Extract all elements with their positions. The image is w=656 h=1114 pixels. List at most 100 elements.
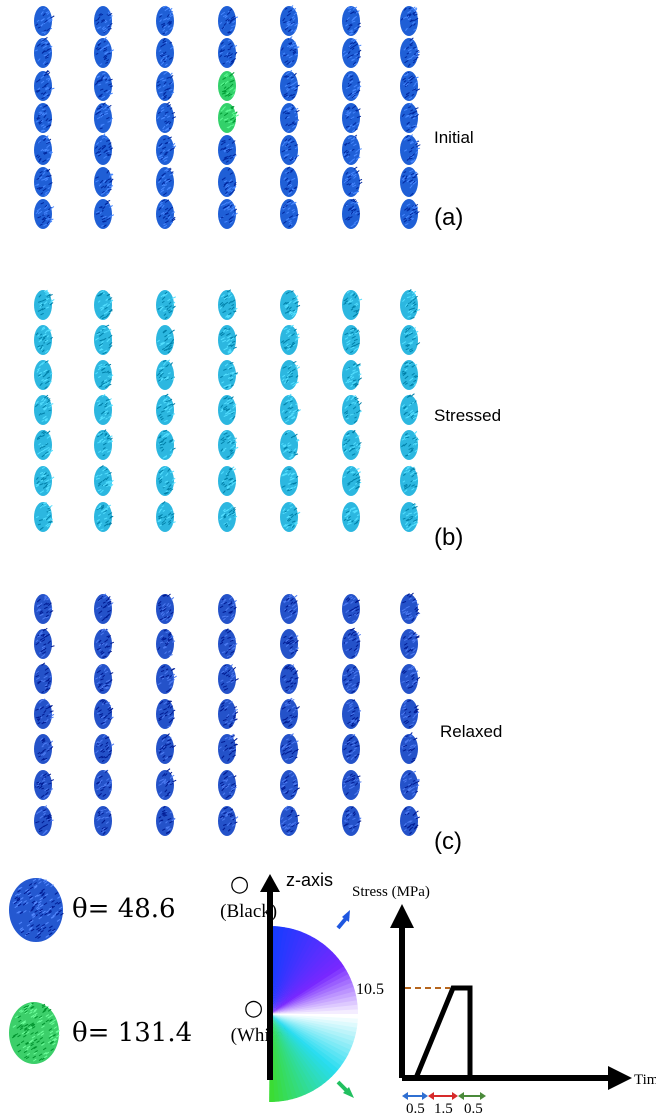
nanomagnet-domain	[394, 768, 424, 802]
panel-letter-a: (a)	[434, 204, 464, 231]
nanomagnet-domain	[336, 358, 366, 392]
nanomagnet-domain	[212, 464, 242, 498]
nanomagnet-domain	[394, 101, 424, 135]
time-xlabel: Time (ns)	[634, 1072, 656, 1088]
nanomagnet-domain	[150, 288, 180, 322]
panel-letter-c: (c)	[434, 828, 462, 855]
nanomagnet-domain	[336, 393, 366, 427]
nanomagnet-domain	[336, 165, 366, 199]
nanomagnet-domain	[212, 4, 242, 38]
duration-label-0: 0.5	[406, 1101, 425, 1114]
nanomagnet-domain	[28, 197, 58, 231]
nanomagnet-domain	[274, 804, 304, 838]
nanomagnet-domain	[274, 288, 304, 322]
panel-relaxed: Relaxed (c)	[0, 592, 656, 862]
nanomagnet-domain	[336, 101, 366, 135]
panel-initial: Initial (a)	[0, 0, 656, 245]
nanomagnet-domain	[28, 662, 58, 696]
nanomagnet-domain	[394, 592, 424, 626]
nanomagnet-domain	[88, 697, 118, 731]
nanomagnet-domain	[274, 197, 304, 231]
nanomagnet-domain	[28, 804, 58, 838]
nanomagnet-domain	[150, 662, 180, 696]
domain-grid-relaxed	[22, 592, 424, 836]
nanomagnet-domain	[150, 500, 180, 534]
nanomagnet-domain	[336, 69, 366, 103]
nanomagnet-domain	[336, 428, 366, 462]
nanomagnet-domain	[28, 464, 58, 498]
white-domain	[212, 69, 242, 103]
nanomagnet-domain	[394, 69, 424, 103]
nanomagnet-domain	[88, 662, 118, 696]
y-axis-arrow-icon	[390, 904, 414, 928]
nanomagnet-domain	[212, 165, 242, 199]
nanomagnet-domain	[212, 627, 242, 661]
nanomagnet-domain	[88, 592, 118, 626]
nanomagnet-domain	[336, 500, 366, 534]
nanomagnet-domain	[28, 732, 58, 766]
nanomagnet-domain	[150, 323, 180, 357]
nanomagnet-domain	[336, 697, 366, 731]
nanomagnet-domain	[212, 732, 242, 766]
nanomagnet-domain	[150, 627, 180, 661]
nanomagnet-domain	[212, 393, 242, 427]
nanomagnet-domain	[394, 393, 424, 427]
nanomagnet-domain	[336, 323, 366, 357]
duration-label-2: 0.5	[464, 1101, 483, 1114]
nanomagnet-domain	[274, 101, 304, 135]
nanomagnet-domain	[88, 768, 118, 802]
nanomagnet-domain	[394, 288, 424, 322]
nanomagnet-domain	[88, 428, 118, 462]
nanomagnet-domain	[274, 165, 304, 199]
nanomagnet-domain	[28, 4, 58, 38]
nanomagnet-domain	[28, 768, 58, 802]
z-axis-label: z-axis	[286, 870, 333, 890]
stress-level-label: 10.5	[356, 981, 384, 998]
stress-pulse-line	[413, 985, 473, 1079]
nanomagnet-domain	[394, 4, 424, 38]
nanomagnet-domain	[394, 732, 424, 766]
nanomagnet-domain	[88, 288, 118, 322]
domain-grid-initial	[22, 0, 422, 240]
nanomagnet-domain	[88, 133, 118, 167]
nanomagnet-domain	[88, 323, 118, 357]
nanomagnet-domain	[150, 101, 180, 135]
nanomagnet-domain	[212, 768, 242, 802]
nanomagnet-domain	[28, 358, 58, 392]
nanomagnet-domain	[28, 288, 58, 322]
nanomagnet-domain	[394, 36, 424, 70]
nanomagnet-domain	[274, 500, 304, 534]
nanomagnet-domain	[88, 36, 118, 70]
nanomagnet-domain	[394, 197, 424, 231]
nanomagnet-domain	[88, 804, 118, 838]
nanomagnet-domain	[150, 464, 180, 498]
nanomagnet-domain	[274, 69, 304, 103]
nanomagnet-domain	[88, 101, 118, 135]
nanomagnet-domain	[336, 464, 366, 498]
nanomagnet-domain	[88, 627, 118, 661]
nanomagnet-domain	[28, 165, 58, 199]
nanomagnet-domain	[274, 627, 304, 661]
nanomagnet-domain	[336, 732, 366, 766]
nanomagnet-domain	[336, 133, 366, 167]
nanomagnet-domain	[150, 697, 180, 731]
orientation-color-wheel: z-axis	[260, 870, 358, 1102]
nanomagnet-domain	[336, 627, 366, 661]
nanomagnet-domain	[274, 358, 304, 392]
nanomagnet-domain	[274, 697, 304, 731]
nanomagnet-domain	[212, 500, 242, 534]
nanomagnet-domain	[150, 732, 180, 766]
nanomagnet-domain	[28, 36, 58, 70]
state-label-relaxed: Relaxed	[440, 722, 503, 741]
degree-symbol-icon: ○	[230, 872, 250, 897]
theta-black-legend: θ= 48.6 ○ (Black)	[72, 872, 277, 924]
nanomagnet-domain	[150, 768, 180, 802]
nanomagnet-domain	[28, 697, 58, 731]
degree-symbol-icon: ○	[244, 996, 264, 1021]
nanomagnet-domain	[28, 323, 58, 357]
nanomagnet-domain	[88, 165, 118, 199]
nanomagnet-domain	[274, 592, 304, 626]
nanomagnet-domain	[150, 592, 180, 626]
nanomagnet-domain	[150, 36, 180, 70]
nanomagnet-domain	[88, 69, 118, 103]
